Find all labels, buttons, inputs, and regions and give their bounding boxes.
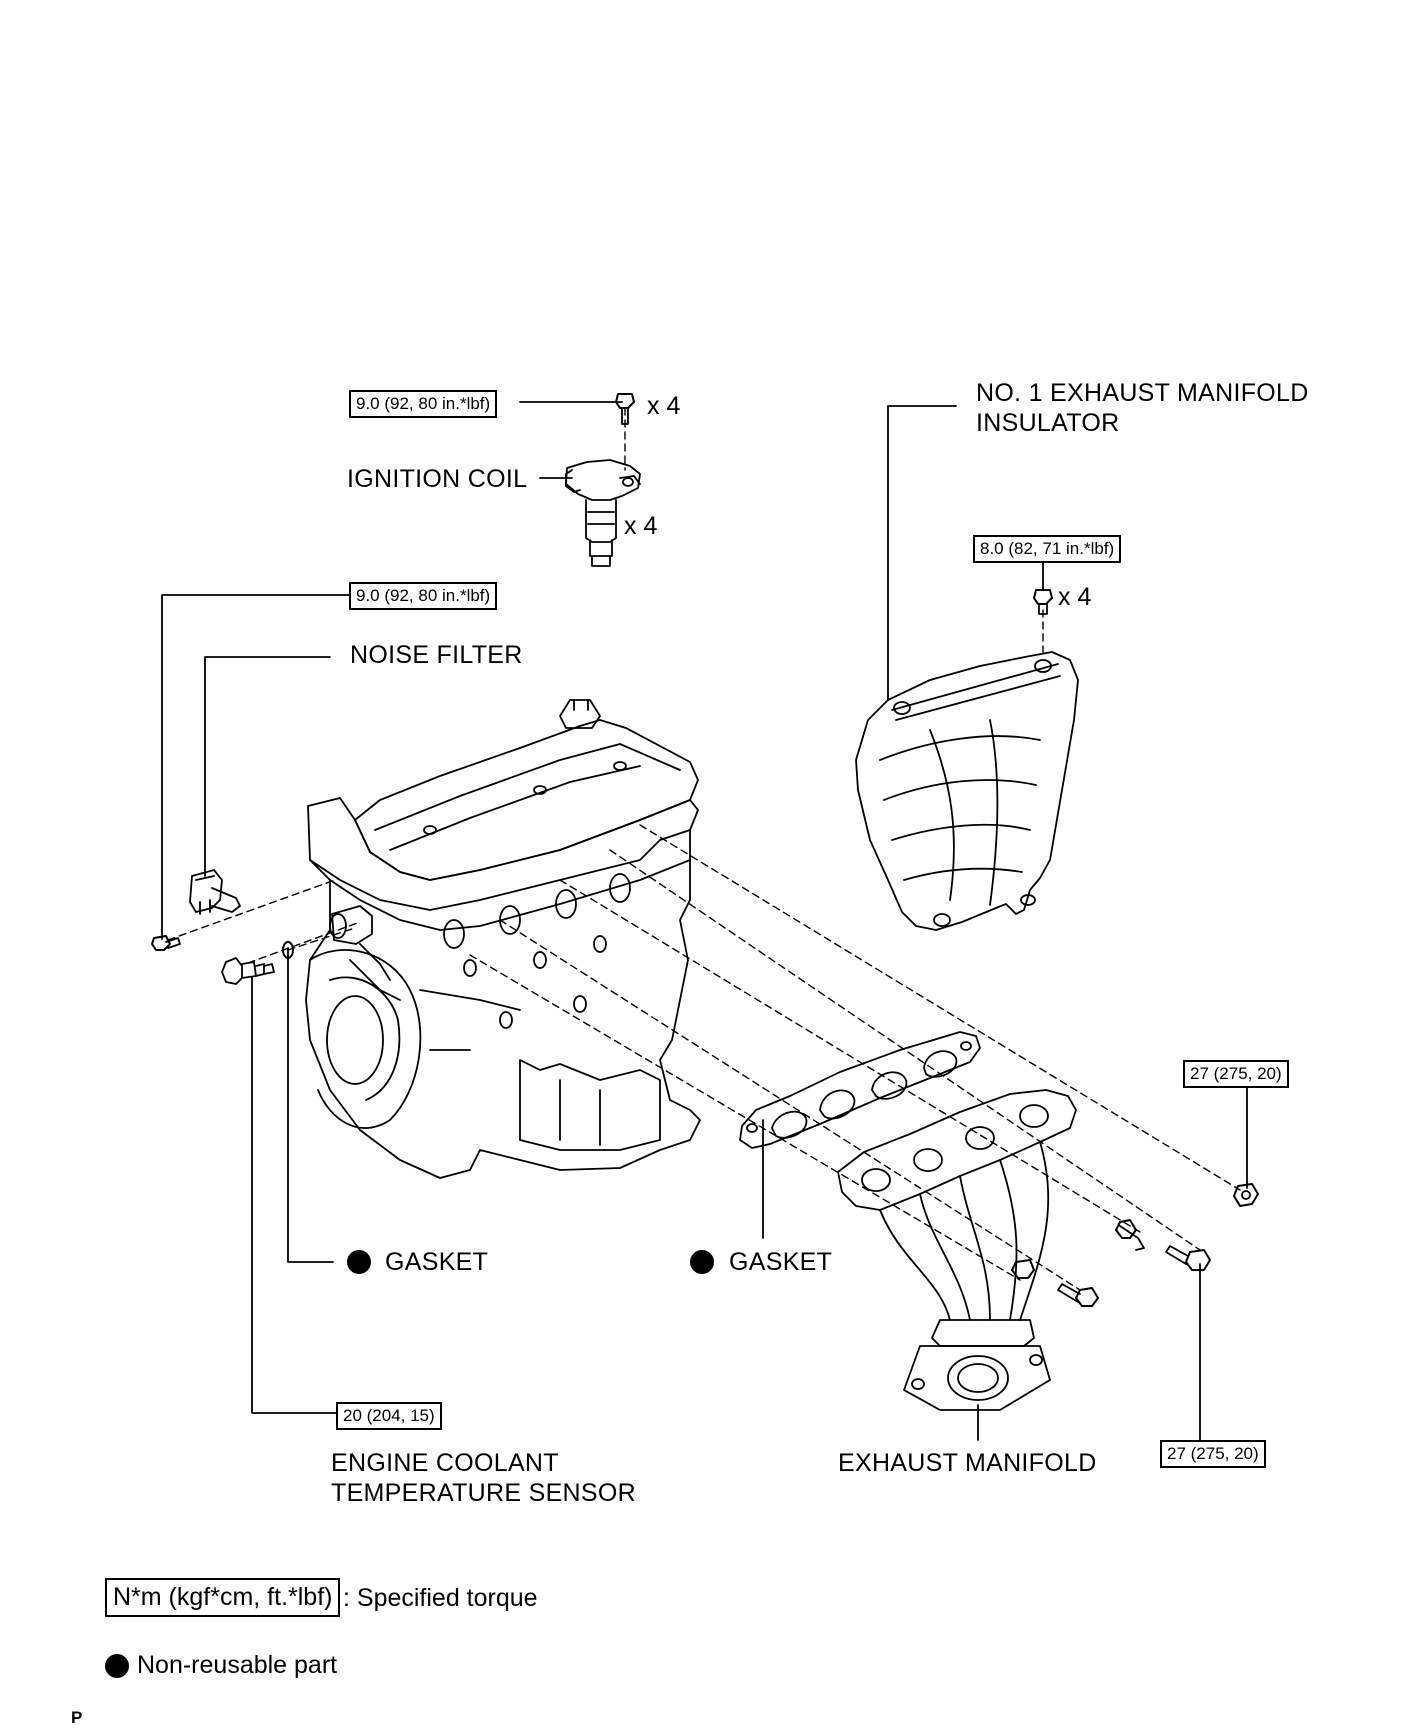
sensor-gasket-icon (282, 941, 294, 959)
label-coolant-line1: ENGINE COOLANT (331, 1449, 559, 1477)
legend-nonreusable-icon (105, 1654, 129, 1678)
engine-block-icon (305, 699, 701, 1179)
legend-torque-unit: N*m (kgf*cm, ft.*lbf) (105, 1578, 341, 1617)
insulator-bolt-quantity: x 4 (1058, 583, 1092, 611)
label-exhaust-manifold: EXHAUST MANIFOLD (838, 1449, 1097, 1477)
noise-filter-bolt-icon (151, 935, 181, 951)
noise-filter-icon (189, 869, 241, 915)
label-insulator-line2: INSULATOR (976, 409, 1120, 437)
assembly-dashed-lines (167, 407, 1241, 1291)
torque-manifold-nut: 27 (275, 20) (1183, 1060, 1289, 1088)
exhaust-manifold-icon (837, 1089, 1077, 1411)
nonreusable-marker-left (347, 1250, 371, 1274)
exhaust-manifold-insulator-icon (855, 651, 1079, 931)
label-ignition-coil: IGNITION COIL (347, 465, 528, 493)
manifold-fasteners-icon (1011, 1183, 1259, 1307)
label-gasket-right: GASKET (729, 1248, 833, 1276)
ignition-bolt-quantity: x 4 (647, 392, 681, 420)
label-noise-filter: NOISE FILTER (350, 641, 523, 669)
exhaust-manifold-gasket-icon (739, 1031, 981, 1149)
ignition-coil-quantity: x 4 (624, 512, 658, 540)
label-insulator-line1: NO. 1 EXHAUST MANIFOLD (976, 379, 1309, 407)
label-gasket-left: GASKET (385, 1248, 489, 1276)
torque-coolant-sensor: 20 (204, 15) (336, 1402, 442, 1430)
footer-mark: P (71, 1708, 83, 1727)
coolant-temperature-sensor-icon (221, 957, 275, 985)
nonreusable-marker-right (690, 1250, 714, 1274)
leader-lines (161, 401, 1248, 1453)
legend-torque-desc: : Specified torque (343, 1584, 538, 1612)
torque-noise-filter-bolt: 9.0 (92, 80 in.*lbf) (349, 582, 498, 610)
legend-nonreusable-desc: Non-reusable part (137, 1651, 338, 1679)
torque-ignition-coil-bolt: 9.0 (92, 80 in.*lbf) (349, 390, 498, 418)
ignition-coil-icon (565, 459, 641, 567)
label-coolant-line2: TEMPERATURE SENSOR (331, 1479, 636, 1507)
torque-insulator-bolt: 8.0 (82, 71 in.*lbf) (973, 535, 1122, 563)
insulator-bolt-icon (1033, 589, 1053, 615)
ignition-bolt-icon (615, 393, 635, 425)
torque-manifold-bolt: 27 (275, 20) (1160, 1440, 1266, 1468)
